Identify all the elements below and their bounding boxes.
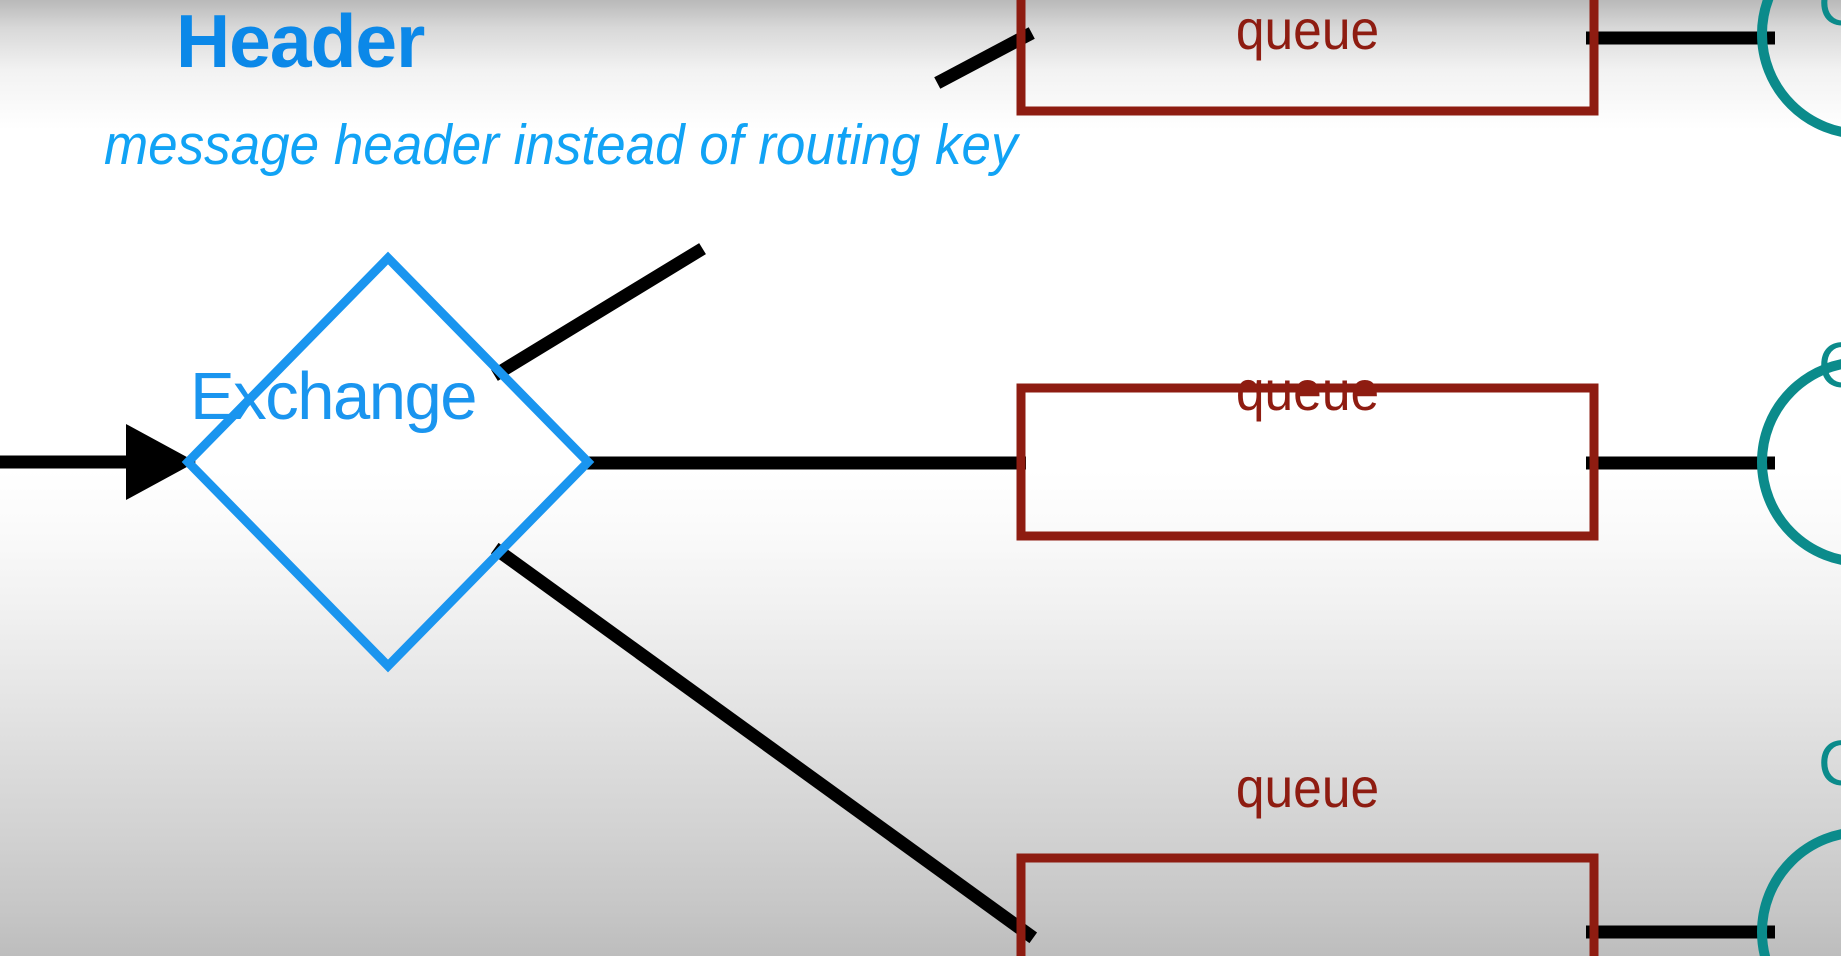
edge-producer-to-exchange [0, 424, 196, 500]
edge-exchange-to-queue-top-a [491, 243, 706, 381]
queue-box-bottom[interactable] [1016, 853, 1599, 956]
edge-exchange-to-queue-top-b [934, 27, 1035, 89]
queue-box-middle[interactable] [1016, 383, 1599, 541]
consumer-circle-top[interactable] [1757, 0, 1841, 137]
edge-exchange-to-queue-bottom [490, 542, 1038, 944]
consumer-circle-middle[interactable] [1757, 359, 1841, 565]
queue-box-top[interactable] [1016, 0, 1599, 116]
consumer-circle-bottom[interactable] [1757, 829, 1841, 956]
exchange-diamond[interactable] [181, 251, 595, 673]
